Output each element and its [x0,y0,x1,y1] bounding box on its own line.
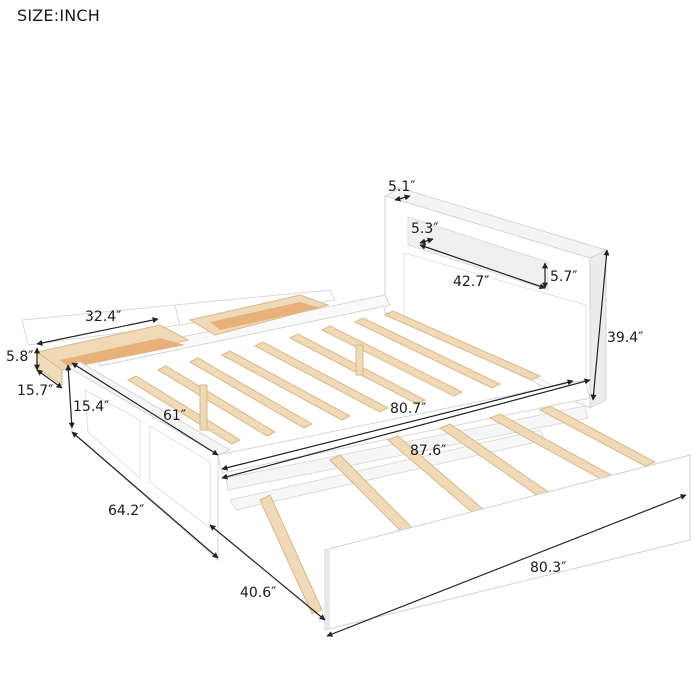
dimension-lines [34,194,687,637]
dim-headboard-depth: 5.1″ [388,179,416,195]
dim-drawer-length: 32.4″ [85,309,122,325]
dim-trundle-length: 80.3″ [530,560,567,576]
dim-shelf-length: 42.7″ [453,274,490,290]
dim-overall-length: 87.6″ [410,443,447,459]
dim-inner-length: 80.7″ [390,401,427,417]
dim-drawer-height: 5.8″ [6,349,34,365]
dim-overall-width: 64.2″ [108,503,145,519]
dim-footboard-height: 15.4″ [73,399,110,415]
dim-inner-width: 61″ [163,408,187,424]
dim-drawer-depth: 15.7″ [17,383,54,399]
dim-shelf-height: 5.7″ [550,269,578,285]
dim-shelf-depth: 5.3″ [411,221,439,237]
dim-trundle-width: 40.6″ [240,585,277,601]
unit-label: SIZE:INCH [17,6,101,25]
dim-headboard-height: 39.4″ [607,330,644,346]
